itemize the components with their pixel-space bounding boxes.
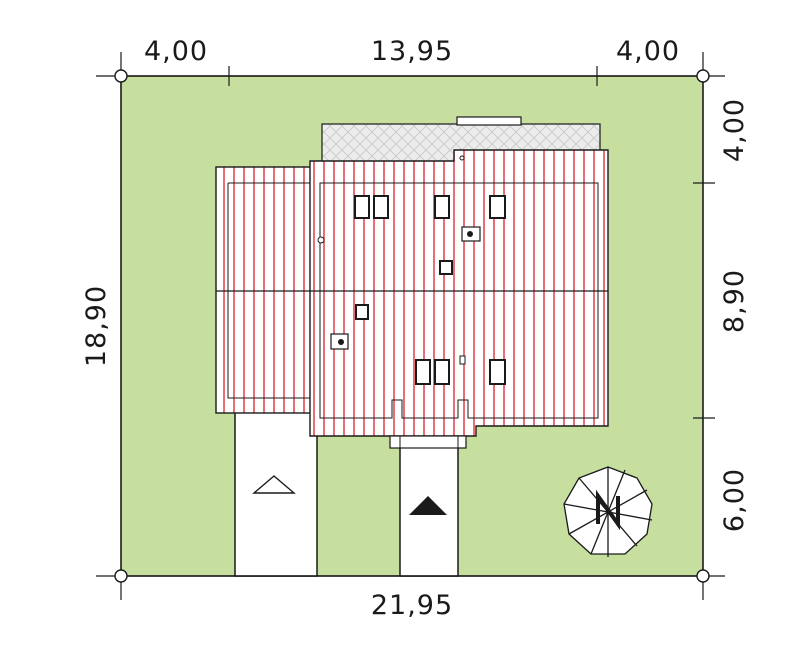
roof-window <box>439 260 453 275</box>
dim-bottom-total: 21,95 <box>371 590 453 621</box>
roof-window <box>354 195 370 219</box>
chimney-flue <box>467 231 473 237</box>
dim-right-top: 4,00 <box>719 98 750 162</box>
roof-windows <box>354 195 506 385</box>
dimension-lines <box>96 52 725 600</box>
garage-roof <box>215 166 317 414</box>
roof-vent <box>459 355 466 365</box>
house-roof-eave <box>319 182 599 419</box>
north-compass-icon <box>563 466 653 557</box>
dimension-nodes <box>114 69 710 583</box>
terrace-step <box>456 116 522 126</box>
roof-window <box>489 195 506 219</box>
dim-top-left: 4,00 <box>144 36 208 67</box>
house-roof <box>309 149 609 437</box>
garage-driveway <box>234 411 318 577</box>
dim-right-bottom: 6,00 <box>719 468 750 532</box>
roof-window <box>489 359 506 385</box>
garage-triangle-icon <box>252 475 296 494</box>
roof-window <box>373 195 389 219</box>
roof-window <box>415 359 431 385</box>
roof-window <box>355 304 369 320</box>
chimneys <box>330 226 481 350</box>
roof-vent <box>459 155 465 161</box>
dim-left-total: 18,90 <box>81 285 112 367</box>
dim-right-middle: 8,90 <box>719 269 750 333</box>
roof-window <box>434 359 450 385</box>
dim-top-middle: 13,95 <box>371 36 453 67</box>
roof-window <box>434 195 450 219</box>
dim-top-right: 4,00 <box>616 36 680 67</box>
roof-vent <box>317 236 325 244</box>
entrance-canopy <box>389 435 467 449</box>
entrance-triangle-icon <box>409 496 447 515</box>
chimney-flue <box>338 339 344 345</box>
